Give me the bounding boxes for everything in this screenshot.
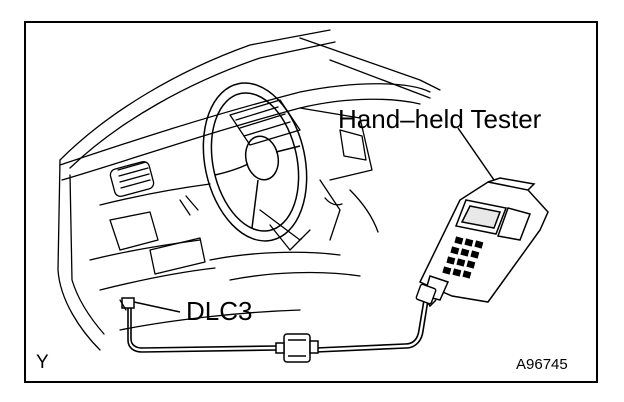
tester-plug	[415, 283, 437, 305]
tester-cable	[127, 299, 429, 353]
view-mark-label: Y	[36, 352, 49, 373]
dashboard-illustration	[57, 29, 441, 351]
hand-held-tester-label: Hand–held Tester	[338, 104, 542, 134]
tester-keypad	[442, 236, 484, 279]
hand-held-tester	[418, 127, 549, 308]
steering-wheel	[202, 82, 308, 242]
figure-frame	[24, 21, 598, 383]
cable-adapter	[275, 333, 319, 363]
figure-code-label: A96745	[516, 356, 568, 373]
dlc3-label: DLC3	[186, 296, 253, 326]
